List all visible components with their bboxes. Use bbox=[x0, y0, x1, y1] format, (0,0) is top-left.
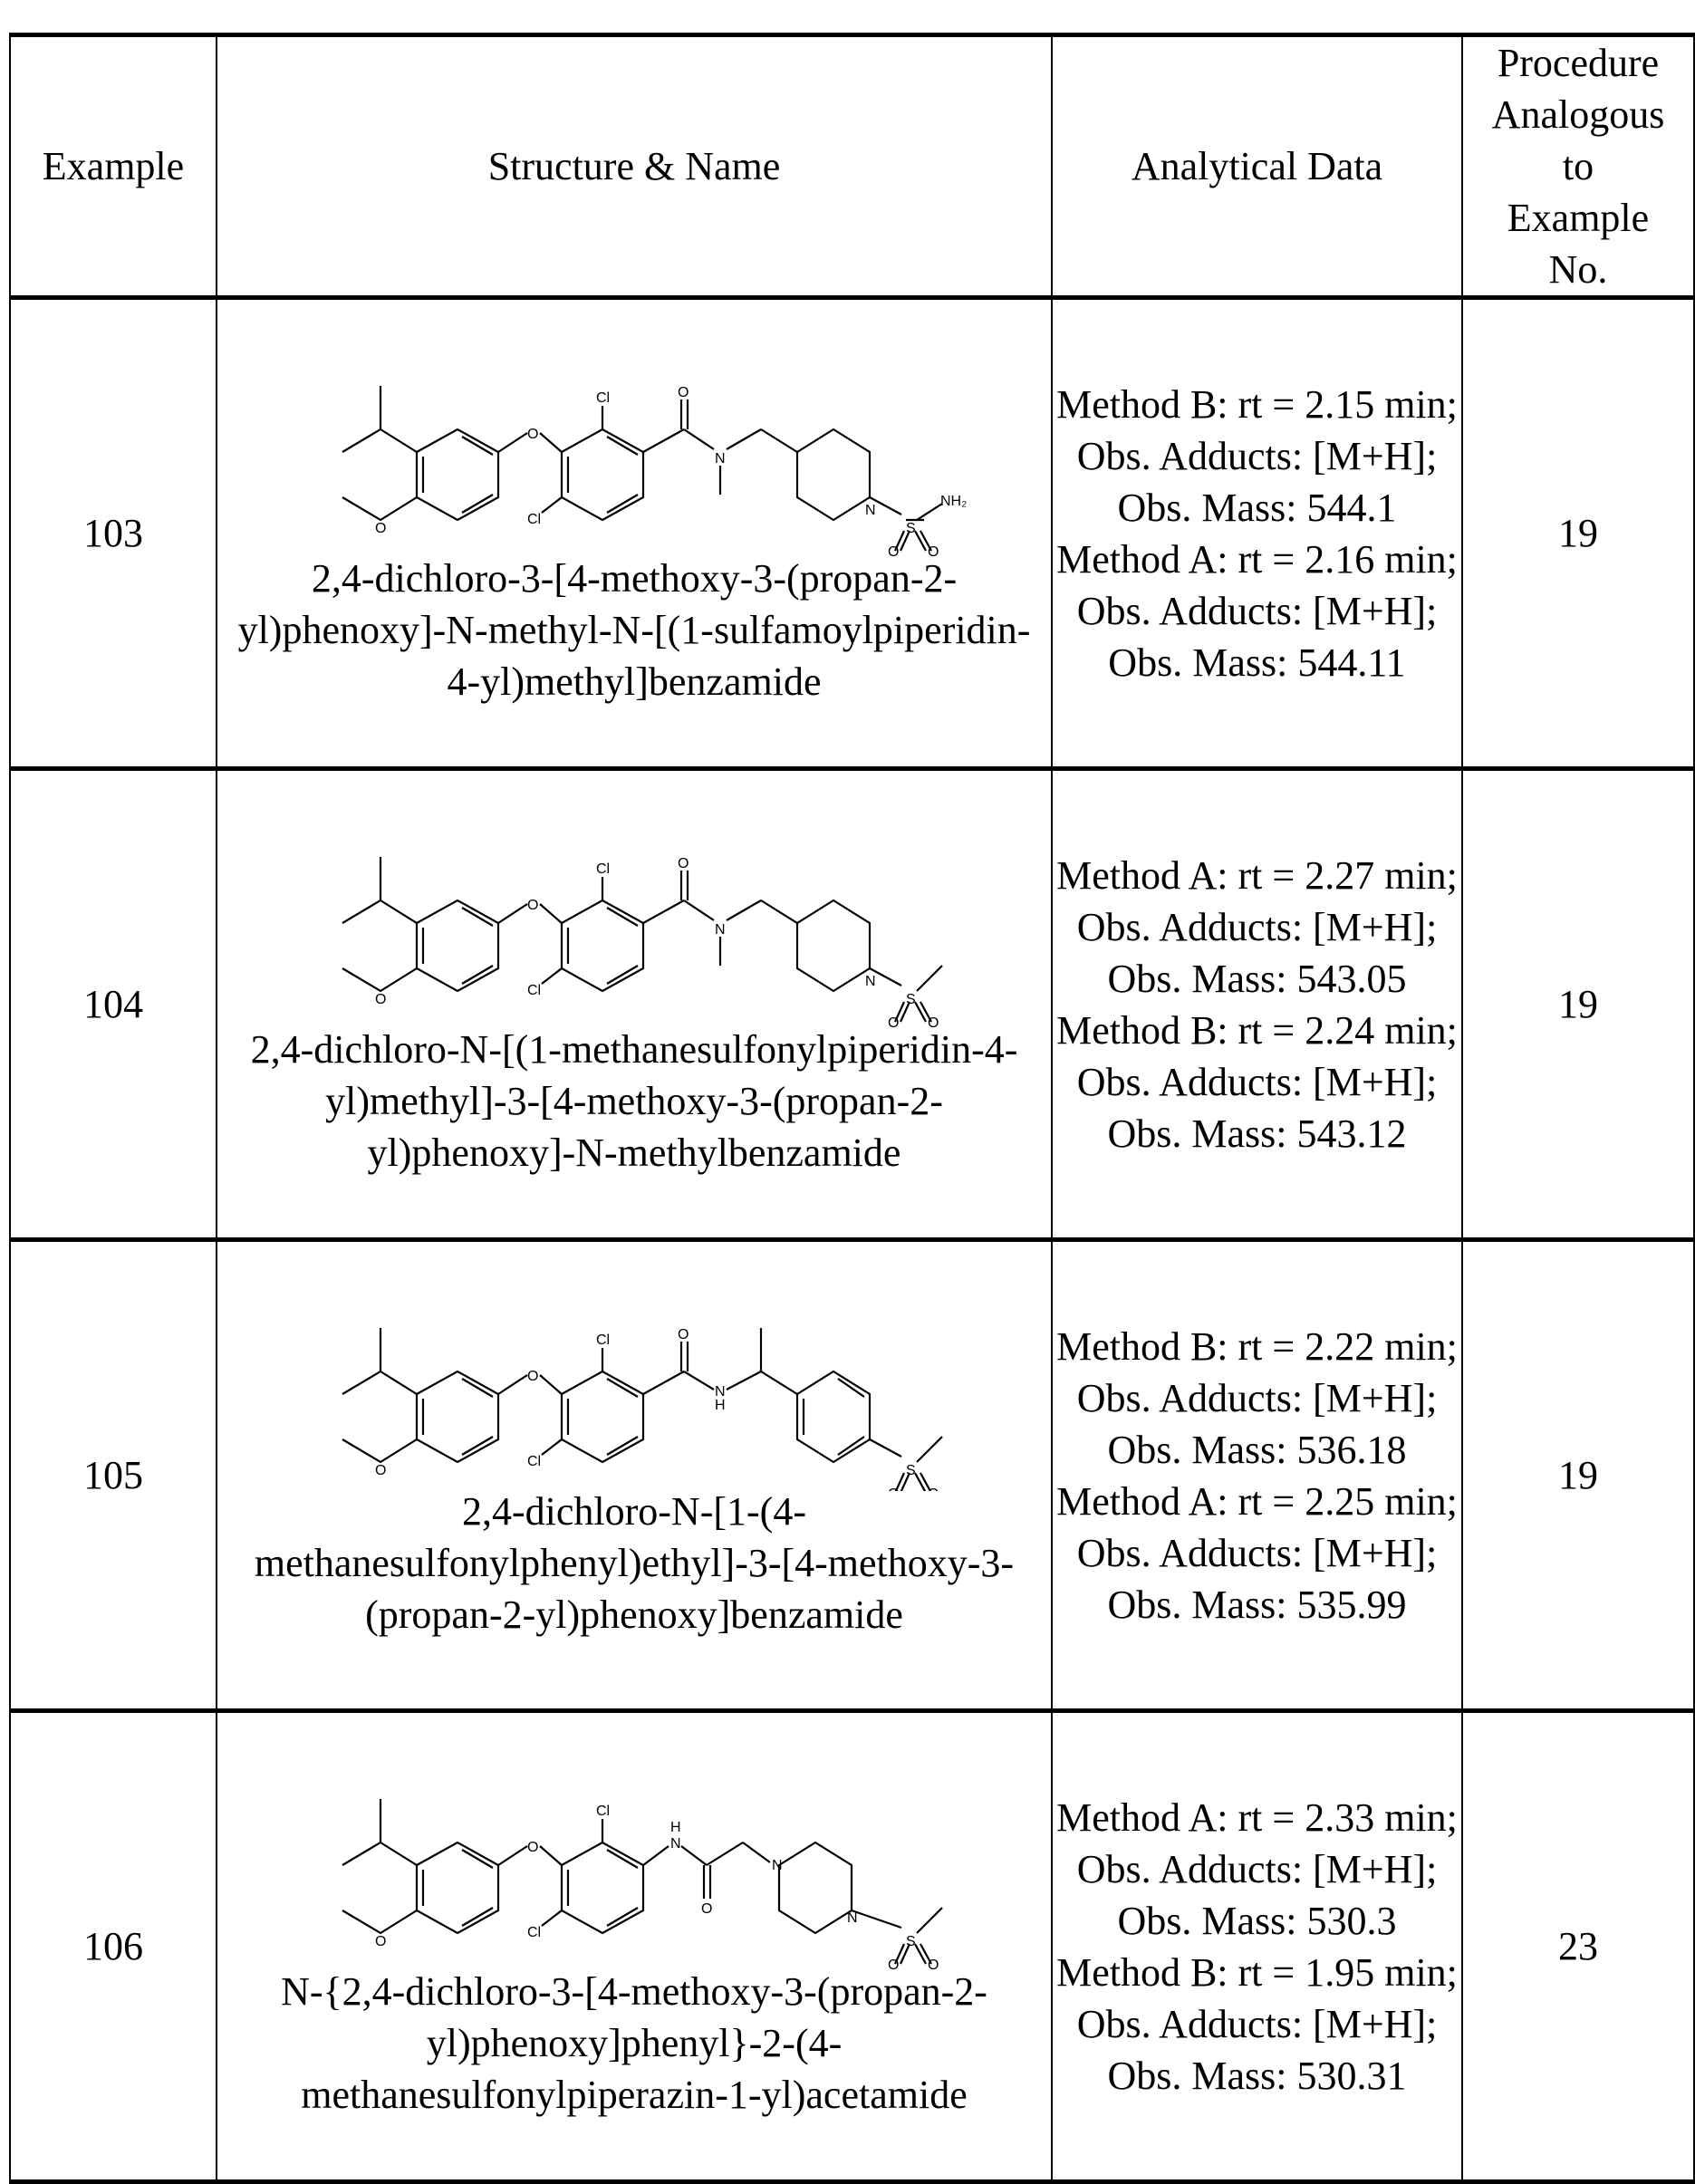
structure-cell: O O Cl Cl H N O N N S O O N-{2,4-dichlor bbox=[216, 1710, 1053, 2182]
structure-cell: O O Cl Cl O N H S O O 2,4-dichloro-N-[1-… bbox=[216, 1239, 1053, 1711]
analytical-entry: Method B: rt = 1.95 min; Obs. Adducts: [… bbox=[1056, 1949, 1458, 2098]
svg-text:N: N bbox=[715, 1384, 726, 1400]
table-row: 103 bbox=[9, 297, 1695, 769]
examples-table: Example Structure & Name Analytical Data… bbox=[9, 33, 1695, 2184]
analytical-data: Method A: rt = 2.27 min; Obs. Adducts: [… bbox=[1051, 768, 1463, 1240]
molecule-structure-icon: O O Cl Cl O N N S O O NH₂ bbox=[342, 385, 967, 558]
svg-text:O: O bbox=[527, 898, 538, 913]
svg-text:O: O bbox=[375, 521, 386, 536]
svg-text:O: O bbox=[678, 1327, 689, 1342]
molecule-structure-icon: O O Cl Cl H N O N N S O O bbox=[342, 1799, 943, 1971]
example-number: 106 bbox=[9, 1710, 217, 2182]
compound-name: 2,4-dichloro-3-[4-methoxy-3-(propan-2-yl… bbox=[237, 556, 1031, 704]
table-row: 105 bbox=[9, 1239, 1695, 1711]
procedure-number: 19 bbox=[1461, 768, 1695, 1240]
svg-text:O: O bbox=[928, 1015, 939, 1029]
svg-text:Cl: Cl bbox=[527, 1925, 541, 1940]
procedure-number: 23 bbox=[1461, 1710, 1695, 2182]
svg-text:Cl: Cl bbox=[527, 1454, 541, 1469]
table-row: 106 bbox=[9, 1710, 1695, 2182]
svg-text:H: H bbox=[670, 1820, 681, 1835]
svg-text:O: O bbox=[527, 1840, 538, 1855]
svg-text:O: O bbox=[678, 385, 689, 400]
svg-text:S: S bbox=[906, 521, 916, 536]
svg-text:N: N bbox=[865, 503, 876, 518]
svg-text:Cl: Cl bbox=[596, 390, 610, 406]
svg-text:N: N bbox=[715, 922, 726, 938]
svg-text:N: N bbox=[772, 1858, 783, 1873]
svg-text:Cl: Cl bbox=[596, 861, 610, 877]
analytical-entry: Method A: rt = 2.25 min; Obs. Adducts: [… bbox=[1056, 1478, 1458, 1627]
svg-text:O: O bbox=[678, 856, 689, 871]
svg-text:N: N bbox=[715, 451, 726, 467]
example-number: 104 bbox=[9, 768, 217, 1240]
svg-text:O: O bbox=[888, 1486, 899, 1491]
svg-text:N: N bbox=[670, 1836, 681, 1852]
analytical-data: Method B: rt = 2.22 min; Obs. Adducts: [… bbox=[1051, 1239, 1463, 1711]
procedure-number: 19 bbox=[1461, 1239, 1695, 1711]
svg-text:S: S bbox=[906, 1934, 916, 1949]
analytical-entry: Method A: rt = 2.27 min; Obs. Adducts: [… bbox=[1056, 852, 1458, 1001]
compound-name: 2,4-dichloro-N-[1-(4-methanesulfonylphen… bbox=[254, 1489, 1015, 1637]
svg-text:S: S bbox=[906, 1463, 916, 1478]
svg-text:H: H bbox=[715, 1398, 726, 1413]
svg-text:Cl: Cl bbox=[596, 1333, 610, 1348]
header-structure-name: Structure & Name bbox=[216, 34, 1053, 298]
svg-text:S: S bbox=[906, 992, 916, 1007]
svg-text:Cl: Cl bbox=[527, 983, 541, 998]
analytical-data: Method A: rt = 2.33 min; Obs. Adducts: [… bbox=[1051, 1710, 1463, 2182]
example-number: 103 bbox=[9, 297, 217, 769]
table-row: 104 bbox=[9, 768, 1695, 1240]
compound-name: 2,4-dichloro-N-[(1-methanesulfonylpiperi… bbox=[250, 1027, 1018, 1175]
svg-text:O: O bbox=[527, 427, 538, 442]
header-analytical-data: Analytical Data bbox=[1051, 34, 1463, 298]
svg-text:O: O bbox=[928, 544, 939, 558]
svg-text:O: O bbox=[375, 1934, 386, 1949]
svg-text:O: O bbox=[888, 544, 899, 558]
analytical-data: Method B: rt = 2.15 min; Obs. Adducts: [… bbox=[1051, 297, 1463, 769]
svg-text:Cl: Cl bbox=[596, 1804, 610, 1819]
header-example: Example bbox=[9, 34, 217, 298]
header-procedure: Procedure Analogous to Example No. bbox=[1461, 34, 1695, 298]
molecule-structure-icon: O O Cl Cl O N N S O O bbox=[342, 856, 943, 1029]
compound-name: N-{2,4-dichloro-3-[4-methoxy-3-(propan-2… bbox=[281, 1969, 987, 2117]
svg-text:O: O bbox=[375, 992, 386, 1007]
procedure-number: 19 bbox=[1461, 297, 1695, 769]
analytical-entry: Method B: rt = 2.15 min; Obs. Adducts: [… bbox=[1056, 381, 1458, 530]
svg-text:N: N bbox=[847, 1910, 858, 1926]
structure-cell: O O Cl Cl O N N S O O NH₂ 2,4-dichloro-3… bbox=[216, 297, 1053, 769]
analytical-entry: Method A: rt = 2.16 min; Obs. Adducts: [… bbox=[1056, 536, 1458, 685]
table-header-row: Example Structure & Name Analytical Data… bbox=[9, 34, 1695, 298]
analytical-entry: Method A: rt = 2.33 min; Obs. Adducts: [… bbox=[1056, 1794, 1458, 1943]
svg-text:O: O bbox=[888, 1958, 899, 1971]
svg-text:NH₂: NH₂ bbox=[940, 494, 967, 509]
analytical-entry: Method B: rt = 2.24 min; Obs. Adducts: [… bbox=[1056, 1007, 1458, 1156]
svg-text:O: O bbox=[928, 1958, 939, 1971]
svg-text:Cl: Cl bbox=[527, 512, 541, 527]
svg-text:O: O bbox=[928, 1486, 939, 1491]
analytical-entry: Method B: rt = 2.22 min; Obs. Adducts: [… bbox=[1056, 1323, 1458, 1472]
example-number: 105 bbox=[9, 1239, 217, 1711]
svg-text:O: O bbox=[888, 1015, 899, 1029]
molecule-structure-icon: O O Cl Cl O N H S O O bbox=[342, 1327, 943, 1491]
svg-text:N: N bbox=[865, 974, 876, 989]
svg-text:O: O bbox=[375, 1463, 386, 1478]
svg-text:O: O bbox=[527, 1369, 538, 1384]
structure-cell: O O Cl Cl O N N S O O 2,4-dichloro-N-[(1… bbox=[216, 768, 1053, 1240]
header-procedure-label: Procedure Analogous to Example No. bbox=[1491, 41, 1665, 292]
svg-text:O: O bbox=[701, 1901, 712, 1917]
